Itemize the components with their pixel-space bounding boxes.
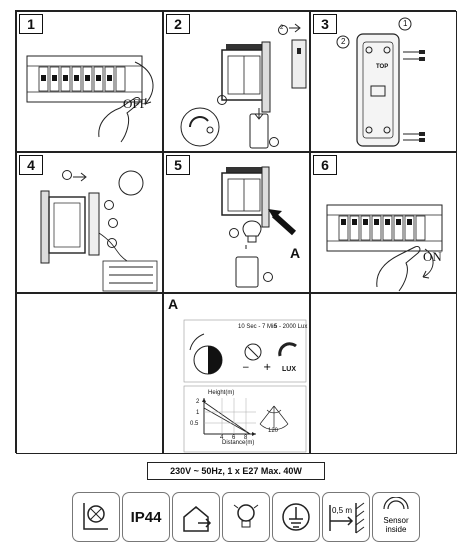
outdoor-use-icon [172,492,220,542]
step-3-callout-2: 2 [341,37,346,46]
step-2-number: 2 [166,14,190,34]
ip44-icon: IP44 [122,492,170,542]
breaker-off-illustration [26,55,154,143]
mount-plate-illustration [336,17,425,147]
step-5-letter-a: A [290,245,301,261]
protective-earth-icon [272,492,320,542]
on-label: ON [423,249,442,264]
step-6-number: 6 [313,155,337,175]
distance-tick-4: 4 [220,435,224,441]
empty-panel-right [310,293,457,454]
bulb-install-illustration [221,166,297,288]
step-5-panel: 5 A [163,152,310,293]
sensor-text-line2: inside [386,525,407,534]
remove-fixture-illustration [180,23,307,149]
svg-text:+: + [263,362,271,373]
spec-line: 230V ~ 50Hz, 1 x E27 Max. 40W [147,462,325,480]
sensor-panel-letter: A [168,296,179,312]
distance-axis-label: Distance(m) [222,440,255,446]
lux-range-label: 5 - 2000 Lux [274,324,308,330]
height-tick-05: 0.5 [190,421,199,427]
bulb-socket-icon [72,492,120,542]
step-3-callout-1: 1 [403,19,408,28]
step-4-number: 4 [19,155,43,175]
off-label: OFF [123,96,147,111]
step-1-panel: 1 OFF [16,11,163,152]
height-tick-1: 1 [196,410,200,416]
distance-tick-8: 8 [244,435,248,441]
step-1-number: 1 [19,14,43,34]
step-4-panel: 4 [16,152,163,293]
step-3-panel: 3 1 2 TOP [310,11,457,152]
sensor-settings-panel: A + − 10 Sec - [163,293,310,454]
step-5-number: 5 [166,155,190,175]
empty-panel-left [16,293,163,454]
time-range-label: 10 Sec - 7 Min [238,324,277,330]
lamp-icon [222,492,270,542]
min-distance-icon: 0,5 m [322,492,370,542]
min-distance-text: 0,5 m [332,506,352,515]
lux-label: LUX [282,366,296,373]
sensor-inside-icon: Sensor inside [372,492,420,542]
sensor-text-line1: Sensor [383,516,409,525]
wiring-illustration [40,170,158,292]
symbol-row: IP44 0,5 m [72,492,420,544]
height-axis-label: Height(m) [208,390,235,396]
instruction-grid: 1 OFF 2 [15,10,457,454]
step-6-panel: 6 ON [310,152,457,293]
step-2-panel: 2 2 [163,11,310,152]
sensor-diagram: + − [183,319,307,453]
step-2-callout-2: 2 [280,25,284,31]
top-label: TOP [376,64,389,70]
breaker-on-illustration [326,204,443,292]
distance-tick-6: 6 [232,435,236,441]
angle-label: 120 [268,428,279,434]
step-3-number: 3 [313,14,337,34]
svg-text:−: − [242,363,250,373]
height-tick-2: 2 [196,399,200,405]
